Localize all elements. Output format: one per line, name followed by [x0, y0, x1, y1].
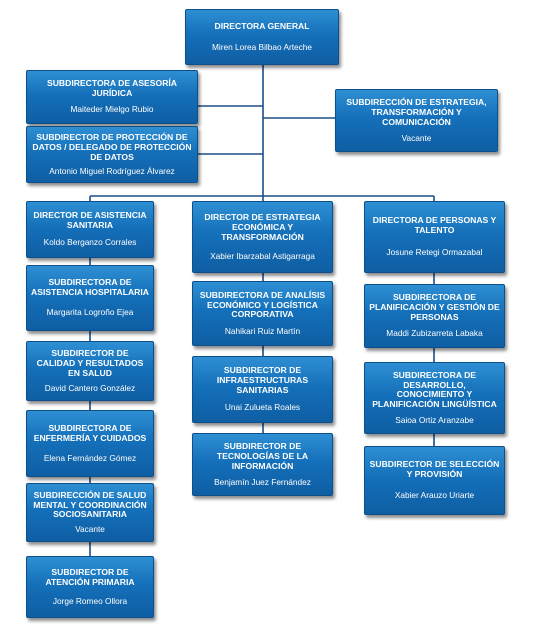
strategy-communication-box: SUBDIRECCIÓN DE ESTRATEGIA, TRANSFORMACI…	[335, 89, 498, 152]
people-planning-box: SUBDIRECTORA DE PLANIFICACIÓN Y GESTIÓN …	[364, 284, 505, 348]
primary-care-box: SUBDIRECTOR DE ATENCIÓN PRIMARIA Jorge R…	[26, 556, 154, 618]
selection-provision-box: SUBDIRECTOR DE SELECCIÓN Y PROVISIÓN Xab…	[364, 446, 505, 515]
economic-strategy-director-box: DIRECTOR DE ESTRATEGIA ECONÓMICA Y TRANS…	[192, 201, 333, 273]
hospital-care-name: Margarita Logroño Ejea	[46, 307, 134, 318]
infrastructure-name: Unai Zulueta Roales	[224, 402, 301, 413]
hospital-care-title: SUBDIRECTORA DE ASISTENCIA HOSPITALARIA	[31, 277, 149, 298]
selection-provision-title: SUBDIRECTOR DE SELECCIÓN Y PROVISIÓN	[369, 459, 500, 480]
economic-analysis-name: Nahikari Ruiz Martín	[224, 326, 301, 337]
strategy-communication-title: SUBDIRECCIÓN DE ESTRATEGIA, TRANSFORMACI…	[346, 97, 487, 127]
healthcare-director-box: DIRECTOR DE ASISTENCIA SANITARIA Koldo B…	[26, 201, 154, 258]
it-name: Benjamín Juez Fernández	[214, 476, 311, 487]
people-talent-director-name: Josune Retegi Ormazabal	[386, 247, 483, 258]
development-knowledge-name: Saioa Ortiz Aranzabe	[395, 414, 474, 425]
people-planning-name: Maddi Zubizarreta Labaka	[386, 328, 483, 339]
strategy-communication-name: Vacante	[401, 132, 432, 143]
development-knowledge-box: SUBDIRECTORA DE DESARROLLO, CONOCIMIENTO…	[364, 362, 505, 434]
primary-care-title: SUBDIRECTOR DE ATENCIÓN PRIMARIA	[45, 567, 135, 587]
nursing-care-title: SUBDIRECTORA DE ENFERMERÍA Y CUIDADOS	[33, 422, 147, 443]
quality-results-box: SUBDIRECTOR DE CALIDAD Y RESULTADOS EN S…	[26, 341, 154, 401]
people-talent-director-box: DIRECTORA DE PERSONAS Y TALENTO Josune R…	[364, 201, 505, 273]
director-general-title: DIRECTORA GENERAL	[214, 21, 310, 32]
legal-advisory-title: SUBDIRECTORA DE ASESORÍA JURÍDICA	[46, 78, 178, 99]
economic-strategy-director-title: DIRECTOR DE ESTRATEGIA ECONÓMICA Y TRANS…	[204, 212, 321, 242]
data-protection-box: SUBDIRECTOR DE PROTECCIÓN DE DATOS / DEL…	[26, 126, 198, 183]
economic-strategy-director-name: Xabier Ibarzabal Astigarraga	[210, 250, 315, 261]
nursing-care-box: SUBDIRECTORA DE ENFERMERÍA Y CUIDADOS El…	[26, 410, 154, 477]
mental-health-name: Vacante	[75, 524, 105, 535]
director-general-box: DIRECTORA GENERAL Miren Lorea Bilbao Art…	[185, 9, 339, 65]
quality-results-title: SUBDIRECTOR DE CALIDAD Y RESULTADOS EN S…	[36, 348, 144, 378]
it-title: SUBDIRECTOR DE TECNOLOGÍAS DE LA INFORMA…	[216, 441, 309, 471]
people-talent-director-title: DIRECTORA DE PERSONAS Y TALENTO	[372, 215, 497, 236]
economic-analysis-title: SUBDIRECTORA DE ANALÍSIS ECONÓMICO Y LOG…	[199, 289, 326, 320]
nursing-care-name: Elena Fernández Gómez	[43, 453, 137, 464]
data-protection-title: SUBDIRECTOR DE PROTECCIÓN DE DATOS / DEL…	[32, 132, 192, 162]
infrastructure-box: SUBDIRECTOR DE INFRAESTRUCTURAS SANITARI…	[192, 356, 333, 423]
mental-health-title: SUBDIRECCIÓN DE SALUD MENTAL Y COORDINAC…	[33, 489, 147, 520]
primary-care-name: Jorge Romeo Ollora	[52, 595, 128, 606]
it-box: SUBDIRECTOR DE TECNOLOGÍAS DE LA INFORMA…	[192, 433, 333, 496]
quality-results-name: David Cantero González	[44, 382, 136, 393]
selection-provision-name: Xabier Arauzo Uriarte	[394, 490, 475, 501]
healthcare-director-name: Koldo Berganzo Corrales	[43, 237, 137, 248]
legal-advisory-box: SUBDIRECTORA DE ASESORÍA JURÍDICA Maited…	[26, 70, 198, 124]
people-planning-title: SUBDIRECTORA DE PLANIFICACIÓN Y GESTIÓN …	[369, 292, 500, 323]
hospital-care-box: SUBDIRECTORA DE ASISTENCIA HOSPITALARIA …	[26, 265, 154, 331]
infrastructure-title: SUBDIRECTOR DE INFRAESTRUCTURAS SANITARI…	[216, 365, 309, 396]
data-protection-name: Antonio Miguel Rodríguez Álvarez	[49, 165, 175, 176]
mental-health-box: SUBDIRECCIÓN DE SALUD MENTAL Y COORDINAC…	[26, 483, 154, 542]
economic-analysis-box: SUBDIRECTORA DE ANALÍSIS ECONÓMICO Y LOG…	[192, 281, 333, 346]
director-general-name: Miren Lorea Bilbao Arteche	[211, 41, 313, 52]
legal-advisory-name: Maiteder Mielgo Rubio	[70, 104, 154, 115]
healthcare-director-title: DIRECTOR DE ASISTENCIA SANITARIA	[33, 210, 147, 231]
development-knowledge-title: SUBDIRECTORA DE DESARROLLO, CONOCIMIENTO…	[372, 369, 497, 410]
